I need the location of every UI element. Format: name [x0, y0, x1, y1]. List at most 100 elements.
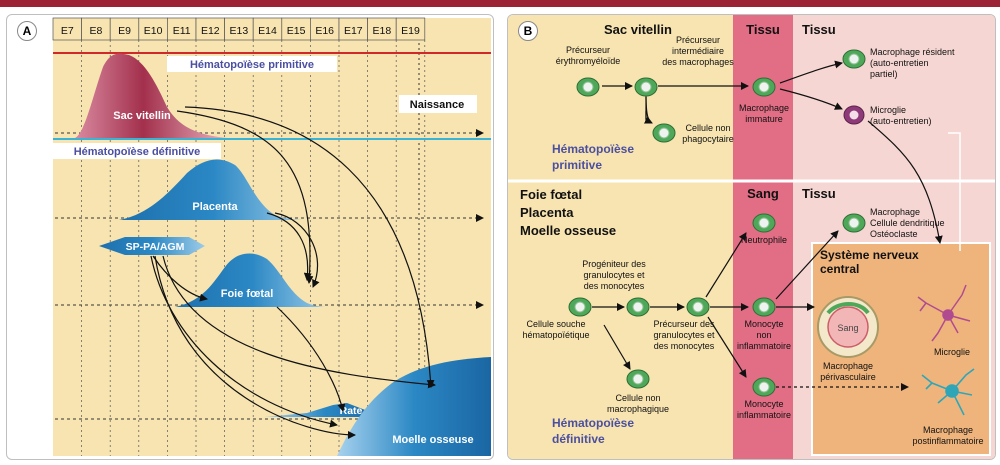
cell-souche: [568, 297, 592, 317]
label-postinfl-2: postinflammatoire: [912, 436, 983, 446]
label-souche-2: hématopoïétique: [522, 330, 589, 340]
day-label: E10: [144, 25, 163, 37]
panel-b: Sac vitellin Tissu Tissu Sang Tissu Foie…: [507, 14, 996, 460]
cell-labels: Précurseur érythromyéloïde Précurseur in…: [522, 35, 983, 446]
label-mono-infl-1: Monocyte: [744, 399, 783, 409]
header-tissu-top: Tissu: [802, 22, 836, 37]
label-resident-2: (auto-entretien: [870, 58, 929, 68]
day-label: E7: [61, 25, 74, 37]
label-postinfl-1: Macrophage: [923, 425, 973, 435]
hemato-definitive-line2: définitive: [552, 432, 605, 446]
label-mono-non-infl-1: Monocyte: [744, 319, 783, 329]
label-microglie: Microglie: [934, 347, 970, 357]
label-neutrophile: Neutrophile: [741, 235, 787, 245]
label-prec-erythro-2: érythromyéloïde: [556, 56, 621, 66]
header-sac-vitellin: Sac vitellin: [604, 22, 672, 37]
cell-non-phago: [652, 123, 676, 143]
header-placenta: Placenta: [520, 205, 574, 220]
label-progen-3: des monocytes: [584, 281, 645, 291]
header-tissu-bottom: Tissu: [802, 186, 836, 201]
cell-progen: [626, 297, 650, 317]
label-macro-dc-1: Macrophage: [870, 207, 920, 217]
header-snc-line1: Système nerveux: [820, 248, 919, 262]
label-prec-macro-3: des macrophages: [662, 57, 734, 67]
day-label: E15: [287, 25, 306, 37]
cell-neutrophile: [752, 213, 776, 233]
day-label: E8: [89, 25, 102, 37]
cell-non-macro: [626, 369, 650, 389]
day-label: E12: [201, 25, 220, 37]
definitive-label: Hématopoïèse définitive: [74, 146, 201, 158]
day-label: E13: [230, 25, 249, 37]
cell-prec-gran: [686, 297, 710, 317]
arrows-definitive: [592, 230, 909, 391]
cell-macro-dc: [842, 213, 866, 233]
label-macro-immature-1: Macrophage: [739, 103, 789, 113]
label-prec-macro-2: intermédiaire: [672, 46, 724, 56]
cell-labels-right: Macrophage résident (auto-entretien part…: [870, 47, 955, 239]
placenta-shape: [119, 159, 307, 220]
hemato-primitive-line2: primitive: [552, 158, 602, 172]
label-non-phago-2: phagocytaire: [682, 134, 734, 144]
label-prec-erythro-1: Précurseur: [566, 45, 610, 55]
header-snc-line2: central: [820, 262, 859, 276]
day-label: E19: [401, 25, 420, 37]
header-tissu-immature: Tissu: [746, 22, 780, 37]
panel-a-letter: A: [17, 21, 37, 41]
primitive-label: Hématopoïèse primitive: [190, 59, 314, 71]
label-non-macro-2: macrophagique: [607, 404, 669, 414]
cell-macro-resident: [842, 49, 866, 69]
day-label: E16: [315, 25, 334, 37]
sang-vessel: Sang: [817, 296, 879, 358]
panel-a-figure: E7 E8 E9 E10 E11 E12 E13 E14 E15 E16 E17 E18 E19 Hém…: [52, 17, 491, 456]
label-non-macro-1: Cellule non: [615, 393, 660, 403]
label-macro-dc-3: Ostéoclaste: [870, 229, 918, 239]
foie-foetal-label: Foie fœtal: [221, 288, 274, 300]
cell-mono-non-infl: [752, 297, 776, 317]
arrows-primitive: [602, 60, 943, 244]
header-moelle: Moelle osseuse: [520, 223, 616, 238]
panel-a: E7 E8 E9 E10 E11 E12 E13 E14 E15 E16 E17 E18 E19 Hém…: [6, 14, 494, 460]
macro-postinfl-icon: [921, 368, 975, 416]
naissance-label-box: [399, 95, 477, 113]
label-mono-infl-2: inflammatoire: [737, 410, 791, 420]
spaagm-shape: [99, 237, 205, 255]
label-mono-non-infl-2: non: [756, 330, 771, 340]
label-non-phago-1: Cellule non: [685, 123, 730, 133]
label-microglie-top-2: (auto-entretien): [870, 116, 932, 126]
header-foie: Foie fœtal: [520, 187, 582, 202]
label-resident-3: partiel): [870, 69, 898, 79]
naissance-label: Naissance: [410, 99, 464, 111]
label-progen-2: granulocytes et: [583, 270, 645, 280]
panel-b-letter: B: [518, 21, 538, 41]
sac-vitellin-shape: [75, 53, 227, 138]
label-prec-gran-1: Précurseur des: [653, 319, 715, 329]
day-label: E14: [258, 25, 277, 37]
hemato-primitive-line1: Hématopoïèse: [552, 142, 634, 156]
cell-prec-erythro: [576, 77, 600, 97]
sang-vessel-label: Sang: [837, 323, 858, 333]
cell-microglie-top: [843, 105, 865, 125]
header-sang: Sang: [747, 186, 779, 201]
rate-label: Rate: [340, 405, 363, 417]
label-macro-dc-2: Cellule dendritique: [870, 218, 945, 228]
label-prec-macro-1: Précurseur: [676, 35, 720, 45]
day-label: E11: [173, 25, 191, 37]
day-label: E18: [373, 25, 392, 37]
flow-arrows: [150, 106, 436, 439]
label-prec-gran-2: granulocytes et: [653, 330, 715, 340]
label-souche-1: Cellule souche: [526, 319, 585, 329]
rate-shape: [265, 403, 383, 417]
cell-mono-infl: [752, 377, 776, 397]
cell-macro-immature: [752, 77, 776, 97]
day-label: E17: [344, 25, 363, 37]
foie-foetal-shape: [175, 253, 329, 307]
day-label: E9: [118, 25, 131, 37]
label-progen-1: Progéniteur des: [582, 259, 646, 269]
label-resident-1: Macrophage résident: [870, 47, 955, 57]
label-prec-gran-3: des monocytes: [654, 341, 715, 351]
moelle-shape: [337, 357, 491, 456]
label-microglie-top-1: Microglie: [870, 105, 906, 115]
spaagm-label: SP-PA/AGM: [126, 241, 185, 253]
definitive-label-box: [53, 143, 221, 159]
